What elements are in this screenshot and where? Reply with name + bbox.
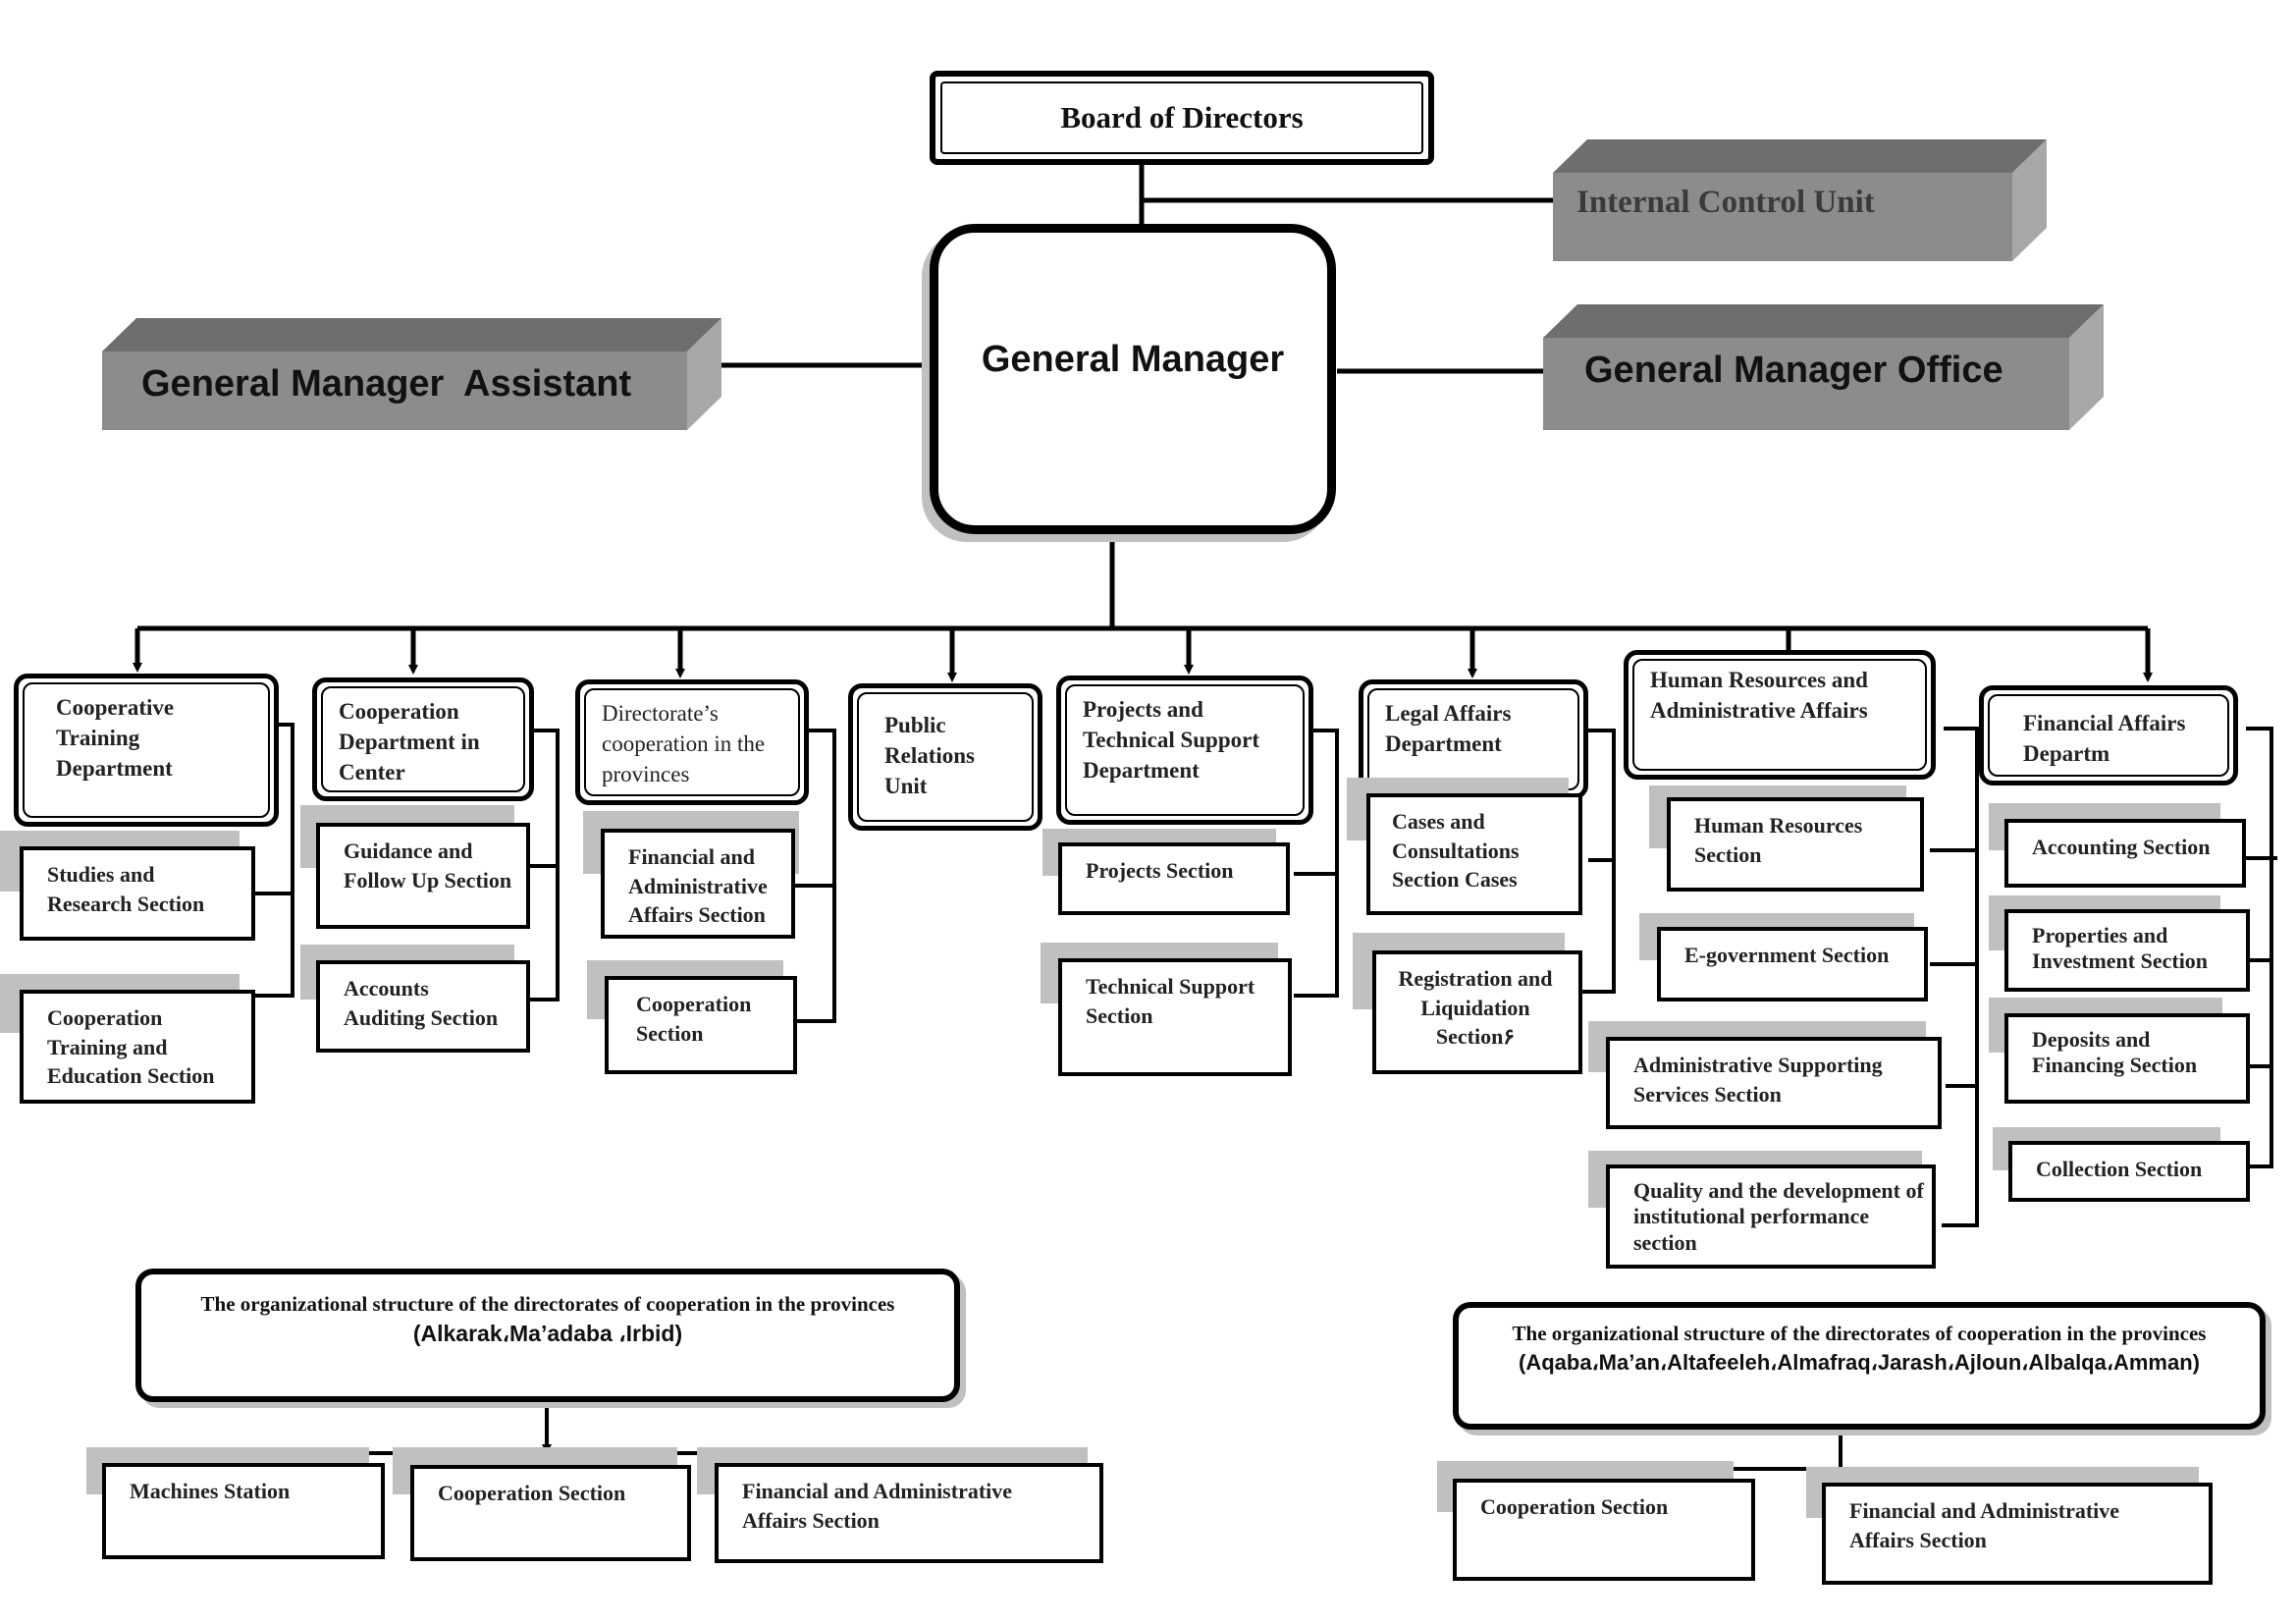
board-of-directors-label: Board of Directors bbox=[1060, 100, 1304, 135]
provinces-b-box: The organizational structure of the dire… bbox=[1453, 1302, 2266, 1430]
top-connectors bbox=[137, 161, 2148, 631]
provinces-a-machines-station: Machines Station bbox=[102, 1463, 385, 1559]
section-human-resources: Human Resources Section bbox=[1667, 797, 1924, 892]
provinces-a-machines-station-label: Machines Station bbox=[130, 1479, 291, 1503]
section-cases-consultations: Cases and Consultations Section Cases bbox=[1366, 793, 1582, 915]
section-guidance-follow-up: Guidance and Follow Up Section bbox=[316, 823, 530, 929]
section-cases-consultations-label: Cases and Consultations Section Cases bbox=[1392, 809, 1520, 893]
provinces-b-title: The organizational structure of the dire… bbox=[1512, 1322, 2207, 1345]
dept-financial-affairs-label: Financial Affairs Departm bbox=[2023, 711, 2186, 767]
dept-cooperative-training: Cooperative Training Department bbox=[14, 674, 279, 827]
provinces-b-financial-admin-label: Financial and Administrative Affairs Sec… bbox=[1849, 1498, 2120, 1552]
department-arrows bbox=[133, 628, 2153, 682]
section-admin-supporting-label: Administrative Supporting Services Secti… bbox=[1633, 1053, 1883, 1107]
dept-projects-technical: Projects and Technical Support Departmen… bbox=[1056, 676, 1313, 825]
section-financial-admin-affairs-c3-label: Financial and Administrative Affairs Sec… bbox=[628, 844, 768, 928]
gm-office-bar-shape bbox=[1543, 304, 2104, 430]
provinces-a-financial-admin-label: Financial and Administrative Affairs Sec… bbox=[742, 1479, 1013, 1533]
section-cooperation-c3: Cooperation Section bbox=[605, 976, 797, 1074]
section-financial-admin-affairs-c3: Financial and Administrative Affairs Sec… bbox=[601, 829, 795, 939]
general-manager-box: General Manager bbox=[930, 224, 1336, 534]
dept-financial-affairs: Financial Affairs Departm bbox=[1979, 685, 2238, 785]
dept-directorate-provinces: Directorate’s cooperation in the provinc… bbox=[575, 679, 809, 805]
gm-office-label: General Manager Office bbox=[1584, 350, 2003, 391]
provinces-b-list: (Aqaba،Ma’an،Altafeeleh،Almafraq،Jarash،… bbox=[1519, 1350, 2200, 1375]
section-guidance-follow-up-label: Guidance and Follow Up Section bbox=[344, 839, 512, 893]
section-brackets bbox=[253, 723, 2277, 1227]
section-registration-liquidation-label: Registration and Liquidation Section۶ bbox=[1398, 966, 1553, 1050]
dept-public-relations-label: Public Relations Unit bbox=[884, 713, 975, 799]
dept-human-resources: Human Resources and Administrative Affai… bbox=[1624, 650, 1936, 780]
internal-control-label: Internal Control Unit bbox=[1576, 185, 1875, 220]
dept-cooperation-center-label: Cooperation Department in Center bbox=[339, 699, 480, 785]
dept-human-resources-label: Human Resources and Administrative Affai… bbox=[1650, 668, 1868, 724]
provinces-a-box: The organizational structure of the dire… bbox=[135, 1269, 960, 1402]
internal-control-bar-shape bbox=[1553, 139, 2047, 261]
dept-legal-affairs-label: Legal Affairs Department bbox=[1385, 701, 1512, 757]
section-accounting: Accounting Section bbox=[2004, 819, 2246, 888]
section-collection: Collection Section bbox=[2008, 1141, 2250, 1202]
dept-directorate-provinces-label: Directorate’s cooperation in the provinc… bbox=[602, 701, 766, 787]
section-admin-supporting: Administrative Supporting Services Secti… bbox=[1606, 1037, 1942, 1129]
board-of-directors-box: Board of Directors bbox=[930, 71, 1434, 165]
section-quality-development-label: Quality and the development of instituti… bbox=[1633, 1178, 1924, 1255]
section-human-resources-label: Human Resources Section bbox=[1694, 813, 1863, 867]
provinces-a-financial-admin: Financial and Administrative Affairs Sec… bbox=[715, 1463, 1103, 1563]
general-manager-label: General Manager bbox=[981, 339, 1285, 380]
provinces-a-title: The organizational structure of the dire… bbox=[200, 1292, 895, 1316]
provinces-a-cooperation-section-label: Cooperation Section bbox=[438, 1481, 626, 1505]
section-deposits-financing: Deposits and Financing Section bbox=[2004, 1013, 2250, 1104]
section-properties-investment-label: Properties and Investment Section bbox=[2032, 923, 2209, 974]
provinces-b-financial-admin: Financial and Administrative Affairs Sec… bbox=[1822, 1483, 2213, 1585]
section-projects-label: Projects Section bbox=[1086, 858, 1234, 883]
section-quality-development: Quality and the development of instituti… bbox=[1606, 1164, 1936, 1269]
section-studies-research: Studies and Research Section bbox=[20, 846, 255, 941]
section-technical-support-label: Technical Support Section bbox=[1086, 974, 1255, 1028]
dept-cooperative-training-label: Cooperative Training Department bbox=[56, 695, 175, 782]
section-deposits-financing-label: Deposits and Financing Section bbox=[2032, 1027, 2198, 1078]
section-accounts-auditing: Accounts Auditing Section bbox=[316, 960, 530, 1053]
provinces-b-cooperation-section: Cooperation Section bbox=[1453, 1479, 1755, 1581]
section-accounting-label: Accounting Section bbox=[2032, 835, 2211, 859]
section-collection-label: Collection Section bbox=[2036, 1157, 2203, 1181]
dept-projects-technical-label: Projects and Technical Support Departmen… bbox=[1083, 697, 1260, 784]
section-projects: Projects Section bbox=[1058, 842, 1290, 915]
dept-cooperation-center: Cooperation Department in Center bbox=[312, 677, 534, 801]
section-registration-liquidation: Registration and Liquidation Section۶ bbox=[1372, 950, 1582, 1074]
provinces-a-list: (Alkarak،Ma’adaba ،Irbid) bbox=[412, 1321, 683, 1346]
section-accounts-auditing-label: Accounts Auditing Section bbox=[344, 976, 499, 1030]
section-coop-training-education: Cooperation Training and Education Secti… bbox=[20, 990, 255, 1104]
section-e-government-label: E-government Section bbox=[1684, 943, 1890, 967]
section-studies-research-label: Studies and Research Section bbox=[47, 862, 205, 916]
section-technical-support: Technical Support Section bbox=[1058, 958, 1292, 1076]
section-cooperation-c3-label: Cooperation Section bbox=[636, 992, 752, 1046]
gm-assistant-label: General Manager Assistant bbox=[141, 363, 632, 405]
section-e-government: E-government Section bbox=[1657, 927, 1928, 1001]
provinces-b-cooperation-section-label: Cooperation Section bbox=[1480, 1494, 1669, 1519]
provinces-a-cooperation-section: Cooperation Section bbox=[410, 1465, 691, 1561]
section-coop-training-education-label: Cooperation Training and Education Secti… bbox=[47, 1005, 215, 1089]
dept-public-relations: Public Relations Unit bbox=[848, 683, 1042, 831]
section-properties-investment: Properties and Investment Section bbox=[2004, 909, 2250, 992]
gm-assistant-bar-shape bbox=[102, 318, 721, 430]
